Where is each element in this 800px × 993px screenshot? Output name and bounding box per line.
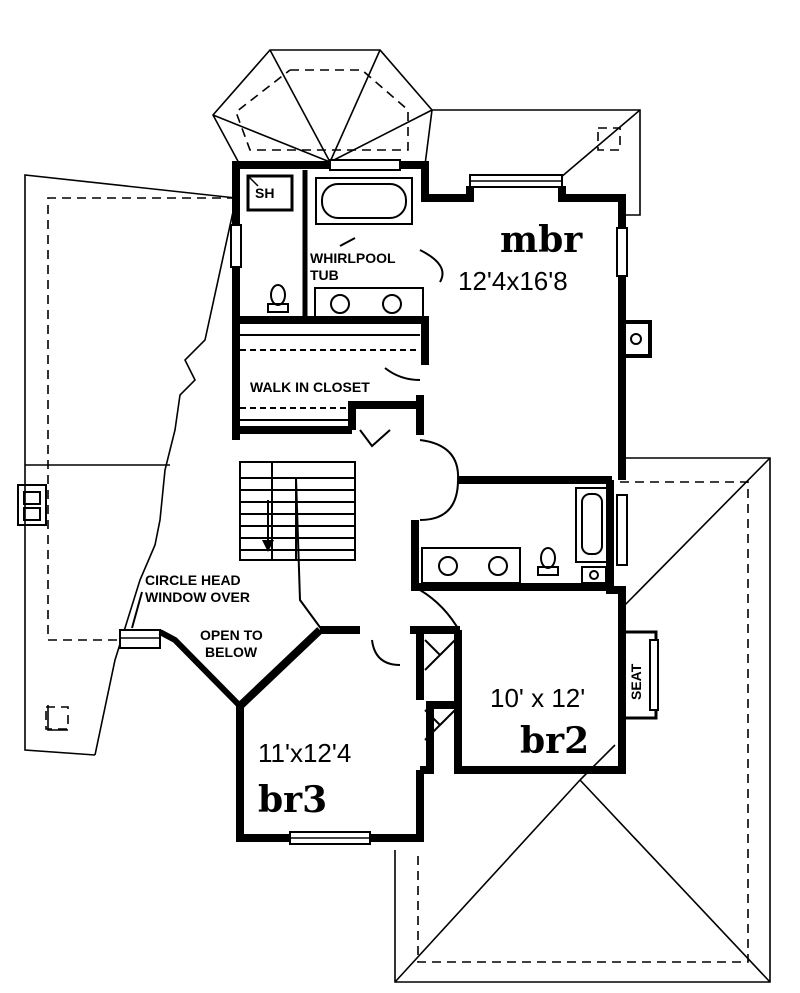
vanity-master (314, 287, 424, 319)
label-circle-head-1: CIRCLE HEAD (145, 572, 241, 588)
closet-shelves (240, 334, 420, 421)
door-swings (359, 367, 461, 741)
label-circle-head-2: WINDOW OVER (145, 589, 250, 605)
toilet-master (267, 284, 289, 313)
exterior-walls (232, 161, 626, 842)
roof-octagon-top (212, 49, 433, 166)
room-br3-name: br3 (258, 779, 327, 821)
roof-right-top (432, 109, 641, 216)
shower (246, 174, 294, 212)
hall-bath-fixtures (421, 487, 609, 584)
room-br2-name: br2 (520, 720, 589, 762)
label-open-to-2: BELOW (205, 644, 258, 660)
interior-walls (236, 170, 612, 705)
balcony-rail (158, 629, 243, 709)
roof-left-porch (24, 174, 237, 756)
label-sh: SH (255, 185, 274, 201)
whirlpool-tub (315, 177, 413, 225)
room-br3-size: 11'x12'4 (258, 738, 351, 768)
roof-right-lower (394, 457, 771, 983)
label-seat: SEAT (628, 663, 644, 700)
label-whirlpool-1: WHIRLPOOL (310, 250, 396, 266)
stair (239, 461, 356, 631)
label-whirlpool-2: TUB (310, 267, 339, 283)
windows (119, 159, 628, 845)
label-open-to-1: OPEN TO (200, 627, 263, 643)
room-mbr-size: 12'4x16'8 (458, 266, 568, 296)
flue (620, 320, 652, 358)
label-walk-in-closet: WALK IN CLOSET (250, 379, 370, 395)
chimney (17, 484, 47, 526)
window-seat (620, 630, 659, 720)
leader-circle-head (131, 591, 143, 629)
room-mbr-name: mbr (500, 219, 583, 261)
room-br2-size: 10' x 12' (490, 683, 585, 713)
